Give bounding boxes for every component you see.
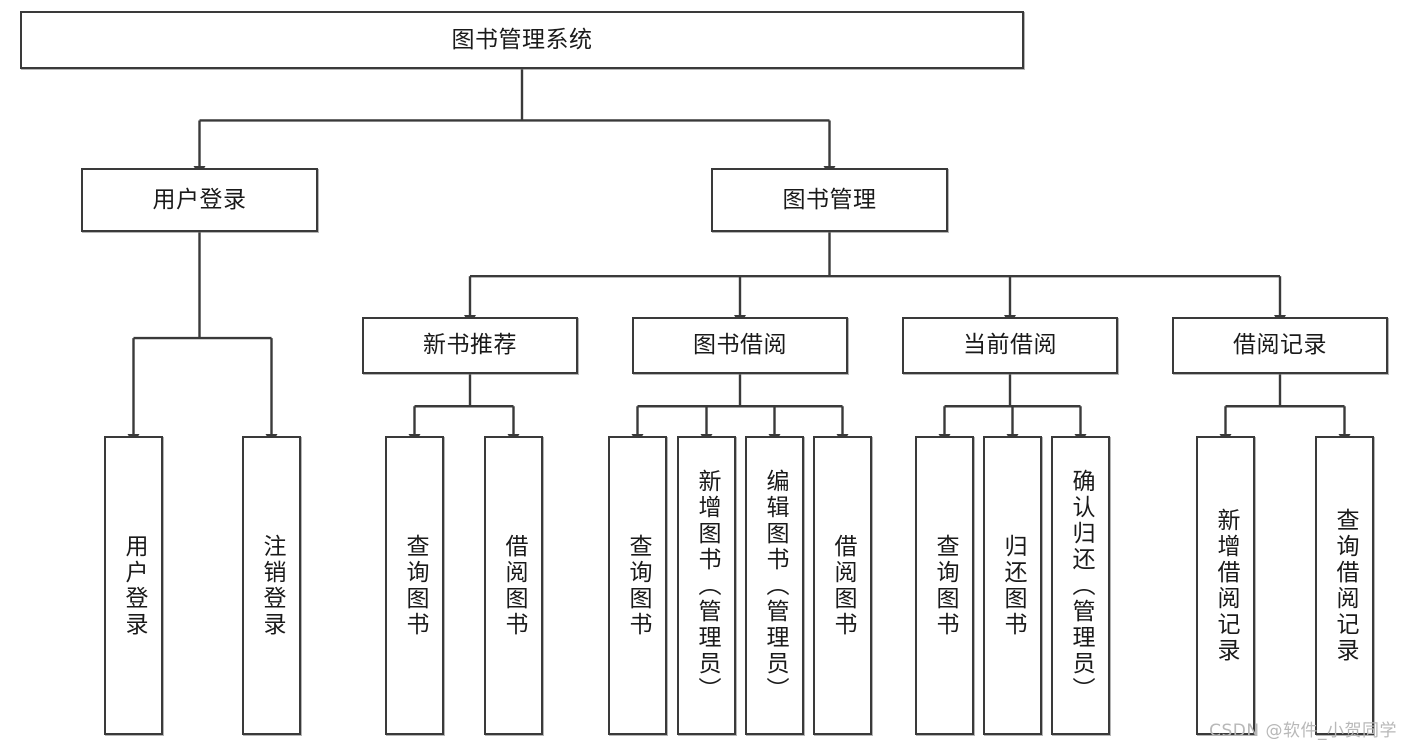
node-root[interactable]: 图书管理系统 [20,11,1024,69]
node-label: 归还图书 [1000,533,1026,638]
node-label: 图书管理系统 [451,26,593,53]
node-label: 确认归还（管理员） [1068,468,1094,703]
node-leaf-confirm-return[interactable]: 确认归还（管理员） [1051,436,1110,735]
node-leaf-add-book[interactable]: 新增图书（管理员） [677,436,736,735]
node-leaf-query-book-2[interactable]: 查询图书 [608,436,667,735]
node-label: 新增图书（管理员） [694,468,720,703]
node-leaf-return-book[interactable]: 归还图书 [983,436,1042,735]
node-label: 查询图书 [932,533,958,638]
node-label: 图书管理 [782,186,877,213]
node-label: 当前借阅 [963,332,1057,359]
node-borrow-record[interactable]: 借阅记录 [1172,317,1388,374]
node-book-manage[interactable]: 图书管理 [711,168,948,232]
node-book-borrow[interactable]: 图书借阅 [632,317,848,374]
node-label: 图书借阅 [693,332,787,359]
node-label: 借阅图书 [501,533,527,638]
node-label: 查询借阅记录 [1332,507,1358,664]
node-label: 用户登录 [121,533,147,638]
node-label: 借阅图书 [830,533,856,638]
node-leaf-edit-book[interactable]: 编辑图书（管理员） [745,436,804,735]
node-leaf-query-book-3[interactable]: 查询图书 [915,436,974,735]
node-leaf-borrow-book-2[interactable]: 借阅图书 [813,436,872,735]
node-label: 新增借阅记录 [1213,507,1239,664]
node-label: 借阅记录 [1233,332,1327,359]
node-leaf-user-login[interactable]: 用户登录 [104,436,163,735]
node-current-borrow[interactable]: 当前借阅 [902,317,1118,374]
node-label: 注销登录 [259,533,285,638]
node-leaf-logout-login[interactable]: 注销登录 [242,436,301,735]
node-label: 用户登录 [152,186,247,213]
node-leaf-query-record[interactable]: 查询借阅记录 [1315,436,1374,735]
node-new-book-rec[interactable]: 新书推荐 [362,317,578,374]
node-leaf-query-book-1[interactable]: 查询图书 [385,436,444,735]
node-label: 查询图书 [625,533,651,638]
node-leaf-add-record[interactable]: 新增借阅记录 [1196,436,1255,735]
node-label: 查询图书 [402,533,428,638]
node-label: 新书推荐 [423,332,517,359]
node-user-login[interactable]: 用户登录 [81,168,318,232]
node-leaf-borrow-book-1[interactable]: 借阅图书 [484,436,543,735]
node-label: 编辑图书（管理员） [762,468,788,703]
